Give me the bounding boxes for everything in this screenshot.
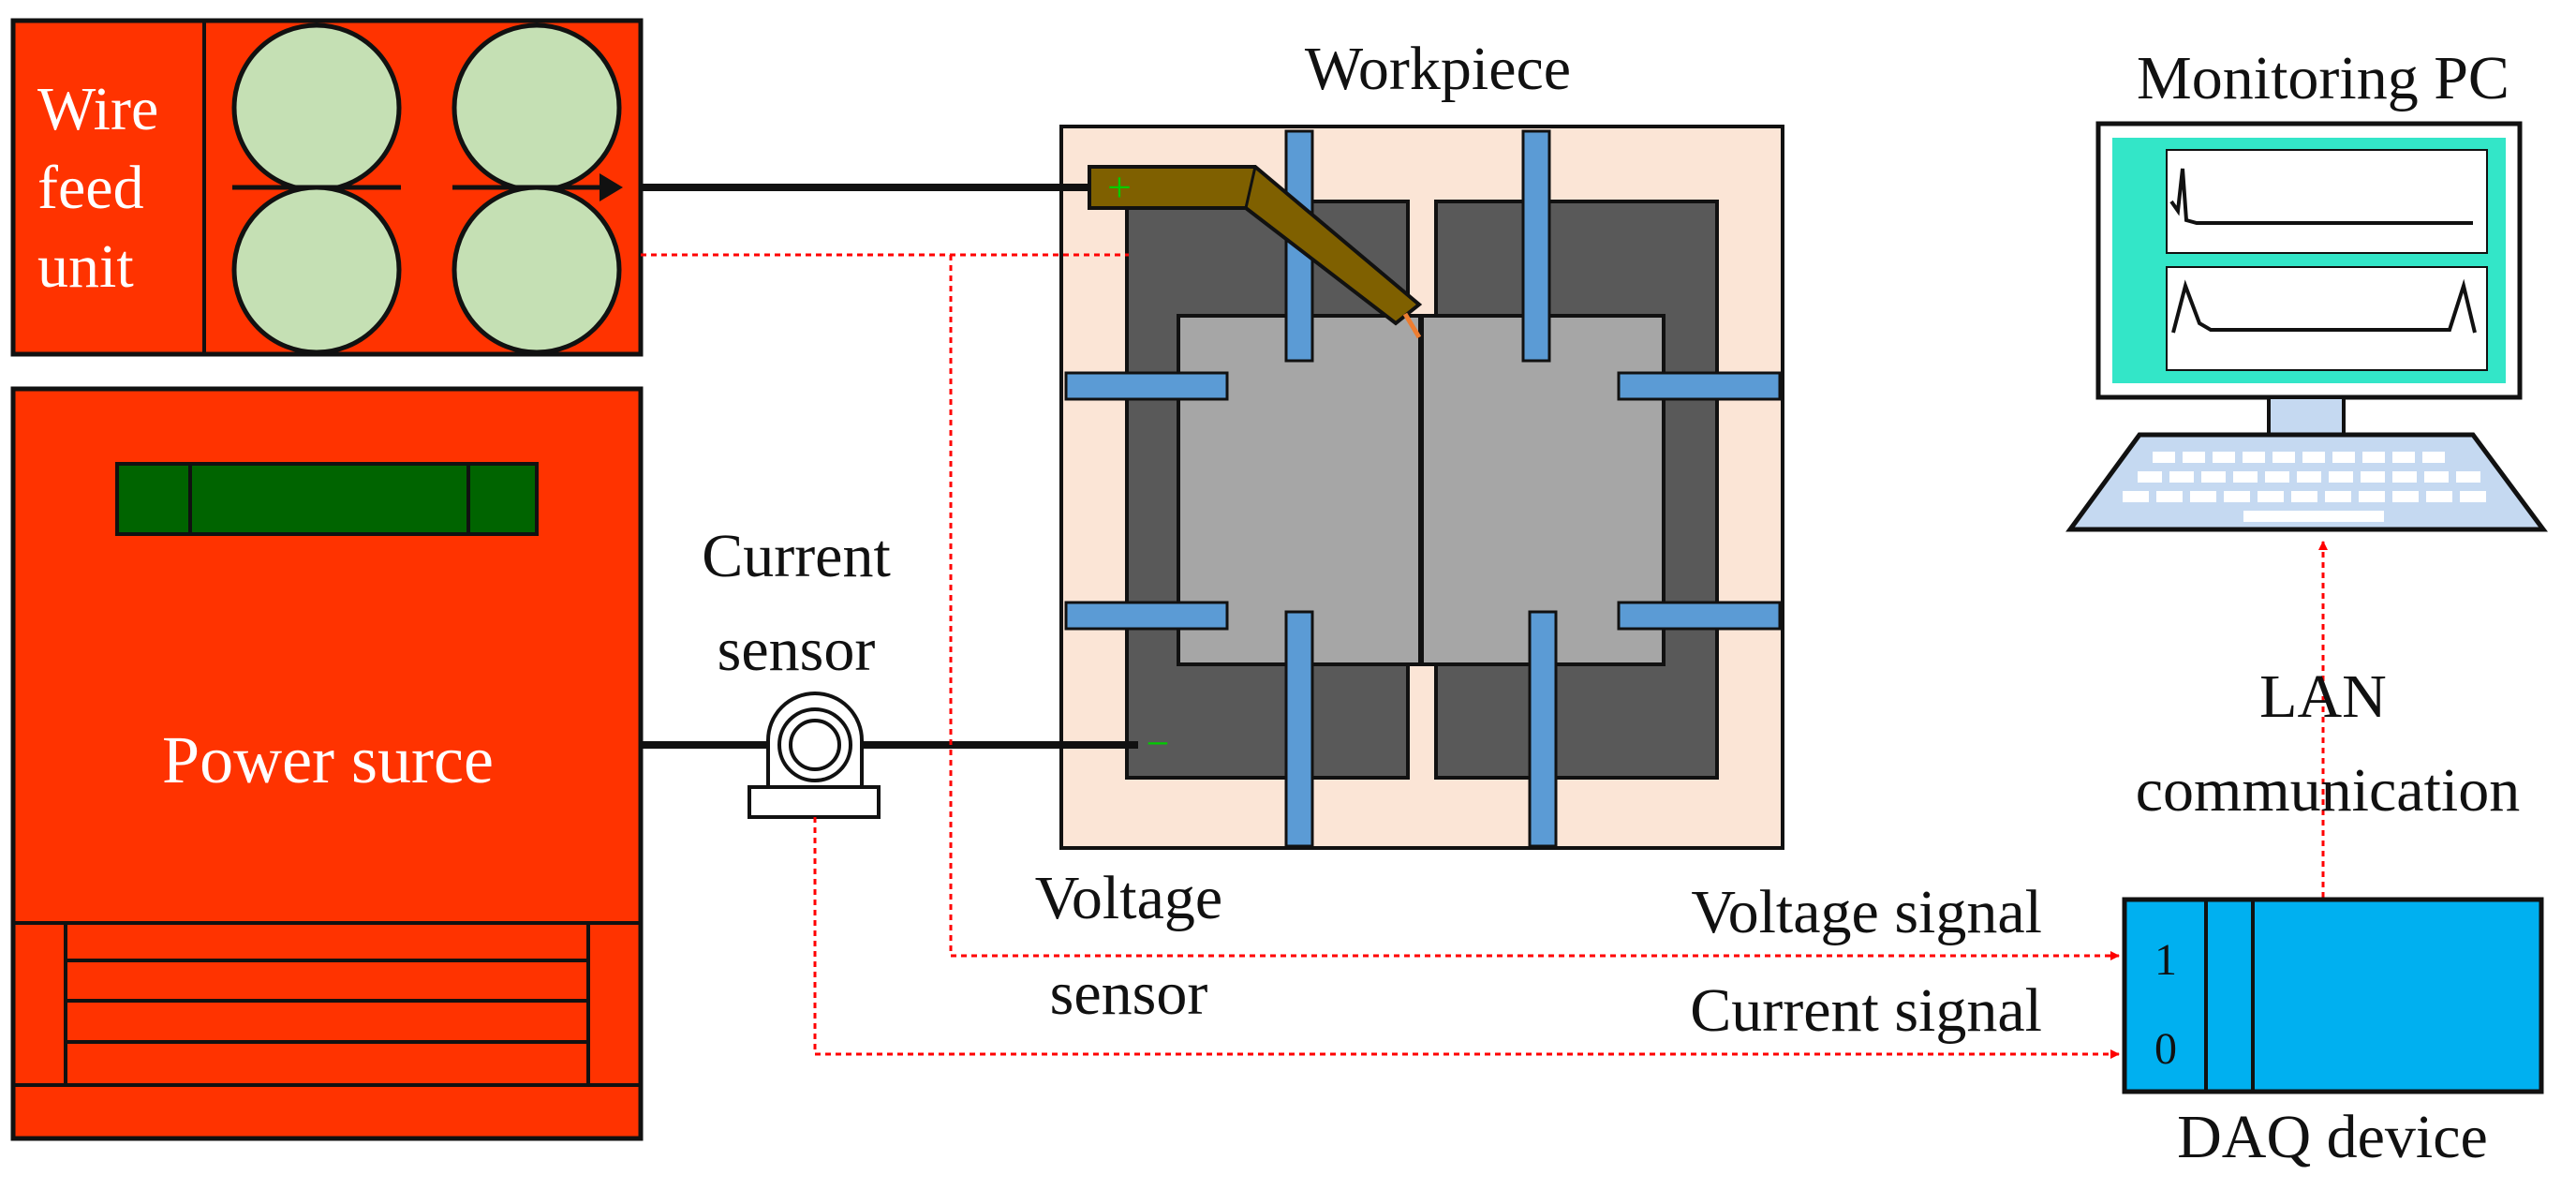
wire-feed-unit: Wire feed unit xyxy=(10,18,644,357)
wire-feed-label-line1: Wire xyxy=(37,75,158,143)
wire-feed-label-line2: feed xyxy=(37,154,144,222)
daq-device: 1 0 DAQ device xyxy=(2122,897,2544,1171)
lan-label-line2: communication xyxy=(2136,756,2521,825)
clamp-bar xyxy=(1528,610,1558,848)
power-source-display xyxy=(115,462,539,536)
daq-channel-0: 0 xyxy=(2154,1024,2177,1074)
clamp-bar xyxy=(1064,371,1229,401)
power-cables: − xyxy=(641,184,1170,766)
daq-device-label: DAQ device xyxy=(2177,1103,2488,1171)
current-sensor-label-line1: Current xyxy=(702,522,891,590)
clamp-bar xyxy=(1617,371,1782,401)
workpiece-label: Workpiece xyxy=(1305,35,1571,103)
power-source-label: Power surce xyxy=(162,722,494,797)
plus-terminal: + xyxy=(1107,163,1132,211)
monitoring-pc-label: Monitoring PC xyxy=(2137,44,2509,112)
voltage-signal-label: Voltage signal xyxy=(1691,878,2042,946)
minus-terminal: − xyxy=(1147,721,1170,766)
current-signal-line xyxy=(813,817,2120,1059)
feed-roller-icon xyxy=(231,185,402,355)
daq-channel-1: 1 xyxy=(2154,935,2177,985)
voltage-sensor-label-line1: Voltage xyxy=(1035,864,1222,932)
clamp-bar xyxy=(1284,610,1314,848)
welding-torch-icon: + xyxy=(1088,163,1423,339)
power-source: Power surce xyxy=(10,386,644,1141)
current-sensor-icon: Current sensor xyxy=(702,522,891,819)
voltage-sensor-label-line2: sensor xyxy=(1050,959,1208,1028)
current-sensor-label-line2: sensor xyxy=(718,616,876,684)
signal-lines xyxy=(641,253,2328,1059)
feed-roller-icon xyxy=(452,22,622,193)
clamp-bar xyxy=(1521,129,1551,363)
wire-feed-label-line3: unit xyxy=(37,232,134,301)
feed-roller-icon xyxy=(231,22,402,193)
current-signal-label: Current signal xyxy=(1690,976,2042,1045)
computer-icon: Monitoring PC xyxy=(2065,44,2548,532)
clamp-bar xyxy=(1064,601,1229,631)
clamp-bar xyxy=(1617,601,1782,631)
workpiece-fixture: Workpiece xyxy=(1059,35,1784,850)
lan-label-line1: LAN xyxy=(2259,662,2387,731)
voltage-signal-line xyxy=(949,255,2120,960)
feed-roller-icon xyxy=(452,185,622,355)
